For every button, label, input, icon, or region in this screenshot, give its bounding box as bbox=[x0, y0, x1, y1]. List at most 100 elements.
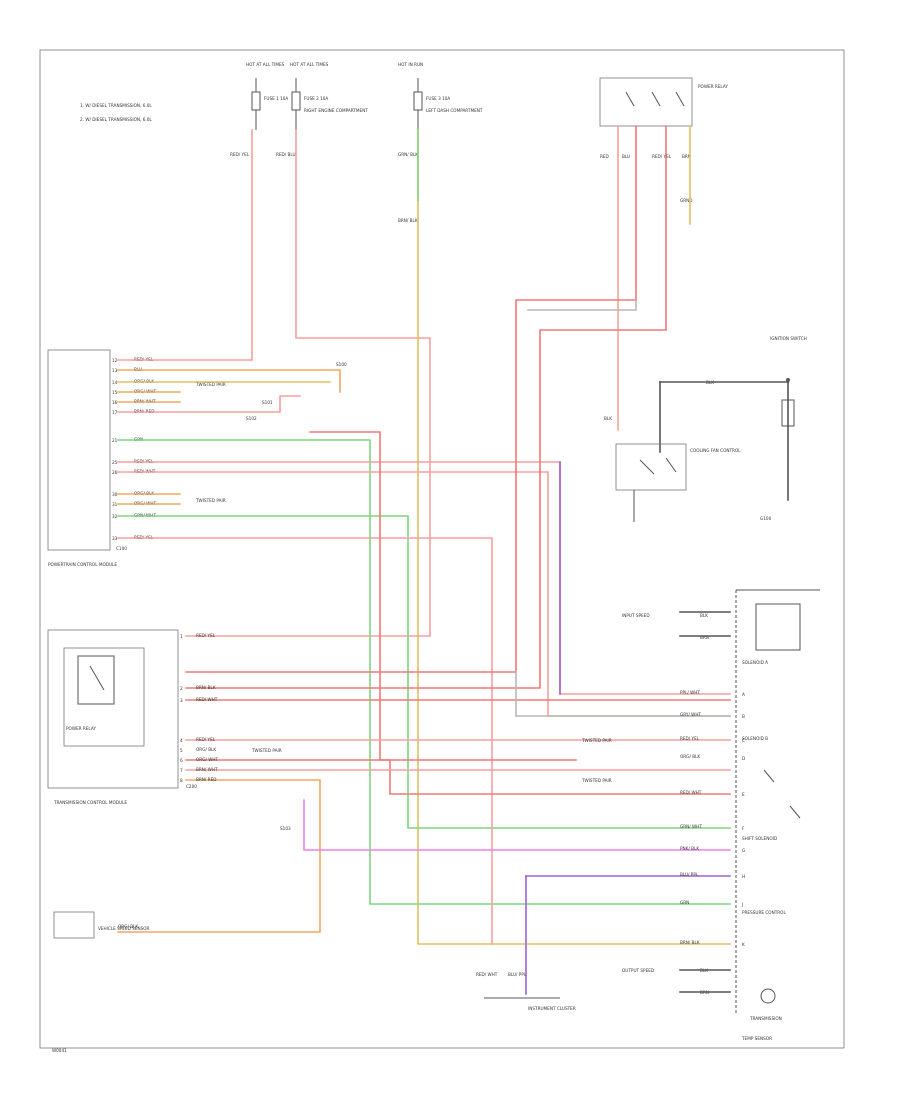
svg-text:BRN: BRN bbox=[700, 635, 709, 640]
tcm-pin-wire: RED/ YEL bbox=[196, 737, 216, 742]
rm-twisted-pair-a: TWISTED PAIR bbox=[581, 738, 612, 743]
tcm-pin-wire: RED/ YEL bbox=[196, 633, 216, 638]
svg-text:TEMP SENSOR: TEMP SENSOR bbox=[741, 1036, 772, 1041]
svg-text:TRANSMISSION CONTROL MODULE: TRANSMISSION CONTROL MODULE bbox=[53, 800, 127, 805]
svg-text:RED/ YEL: RED/ YEL bbox=[652, 154, 672, 159]
fuse-mid: HOT AT ALL TIMES FUSE 2 10A RIGHT ENGINE… bbox=[276, 62, 368, 157]
transmission-pin-wire: PPL/ WHT bbox=[680, 690, 700, 695]
pcm-pin-number: 15 bbox=[112, 390, 118, 395]
svg-text:BLK: BLK bbox=[604, 416, 612, 421]
transmission-pin-number: H bbox=[742, 874, 745, 879]
svg-text:FUSE 1 10A: FUSE 1 10A bbox=[264, 96, 288, 101]
svg-text:BLU/ PPL: BLU/ PPL bbox=[508, 972, 527, 977]
svg-text:TWISTED PAIR: TWISTED PAIR bbox=[251, 748, 282, 753]
note-2: 2. W/ DIESEL TRANSMISSION, 6.0L bbox=[80, 117, 152, 122]
svg-text:RED/ YEL: RED/ YEL bbox=[230, 152, 250, 157]
svg-text:LEFT DASH COMPARTMENT: LEFT DASH COMPARTMENT bbox=[426, 108, 483, 113]
tcm-pin-number: 5 bbox=[180, 748, 183, 753]
svg-text:OUTPUT SPEED: OUTPUT SPEED bbox=[622, 968, 654, 973]
tcm-pin-wire: BRN/ RED bbox=[196, 777, 216, 782]
svg-text:PRESSURE CONTROL: PRESSURE CONTROL bbox=[742, 910, 786, 915]
pcm-pin-number: 13 bbox=[112, 368, 118, 373]
transmission-pin-wire: GRN bbox=[680, 900, 689, 905]
transmission-pin-wire: RED/ YEL bbox=[680, 736, 700, 741]
fuse-left: HOT AT ALL TIMES FUSE 1 10A RED/ YEL bbox=[230, 62, 288, 157]
transmission-speed-pins: INPUT SPEED BLK BRN OUTPUT SPEED BLK BRN bbox=[622, 611, 731, 995]
svg-text:HOT IN RUN: HOT IN RUN bbox=[398, 62, 423, 67]
pcm-pin-number: 25 bbox=[112, 460, 118, 465]
svg-text:HOT AT ALL TIMES: HOT AT ALL TIMES bbox=[290, 62, 329, 67]
pcm-pin-number: 21 bbox=[112, 438, 118, 443]
svg-text:G100: G100 bbox=[760, 516, 772, 521]
rm-twisted-pair-b: TWISTED PAIR bbox=[581, 778, 612, 783]
svg-text:POWERTRAIN CONTROL MODULE: POWERTRAIN CONTROL MODULE bbox=[48, 562, 117, 567]
transmission-module: TRANSMISSION SOLENOID A SOLENOID B SHIFT… bbox=[735, 589, 820, 1041]
svg-text:INPUT SPEED: INPUT SPEED bbox=[622, 613, 650, 618]
svg-text:BRN/ BLK: BRN/ BLK bbox=[398, 218, 418, 223]
svg-text:SOLENOID B: SOLENOID B bbox=[742, 736, 768, 741]
transmission-pin-wire: BRN/ BLK bbox=[680, 940, 700, 945]
speed-sensor: VEHICLE SPEED SENSOR ORG/ BLK bbox=[53, 911, 150, 939]
pcm-pin-number: 32 bbox=[112, 514, 118, 519]
svg-text:BLK: BLK bbox=[700, 613, 708, 618]
svg-text:RIGHT ENGINE COMPARTMENT: RIGHT ENGINE COMPARTMENT bbox=[304, 108, 368, 113]
tcm-pin-number: 1 bbox=[180, 634, 183, 639]
svg-text:GRND: GRND bbox=[680, 198, 693, 203]
transmission-pin-number: G bbox=[742, 848, 745, 853]
transmission-pin-number: E bbox=[742, 792, 745, 797]
transmission-pin-wire: RED/ WHT bbox=[680, 790, 702, 795]
pcm-twisted-pair-b: TWISTED PAIR bbox=[195, 498, 226, 503]
splice-s102: S102 bbox=[246, 416, 257, 421]
tcm-pin-wire: BRN/ BLK bbox=[196, 685, 216, 690]
transmission-pin-number: C bbox=[742, 738, 745, 743]
pcm-pin-number: 33 bbox=[112, 536, 118, 541]
instrument-cluster: RED/ WHT BLU/ PPL INSTRUMENT CLUSTER bbox=[476, 972, 576, 1011]
transmission-pin-number: K bbox=[742, 942, 745, 947]
transmission-pin-number: F bbox=[742, 826, 745, 831]
svg-text:FUSE 3 10A: FUSE 3 10A bbox=[426, 96, 450, 101]
pcm-twisted-pair-a: TWISTED PAIR bbox=[195, 382, 226, 387]
svg-text:RED: RED bbox=[600, 154, 609, 159]
svg-text:RED/ BLU: RED/ BLU bbox=[276, 152, 296, 157]
tcm-pin-number: 6 bbox=[180, 758, 183, 763]
tcm-pin-number: 2 bbox=[180, 686, 183, 691]
relay-top: POWER RELAY RED BLU RED/ YEL BRN GRND bbox=[599, 77, 728, 203]
svg-text:ORG/ BLK: ORG/ BLK bbox=[118, 924, 138, 929]
pcm-pin-number: 12 bbox=[112, 358, 118, 363]
cooling-fan: COOLING FAN CONTROL BLK G100 bbox=[604, 416, 772, 522]
pcm-pin-number: 17 bbox=[112, 410, 118, 415]
wire-harness bbox=[117, 125, 731, 995]
svg-text:SOLENOID A: SOLENOID A bbox=[742, 660, 768, 665]
tcm-pin-number: 4 bbox=[180, 738, 183, 743]
svg-text:BLU: BLU bbox=[622, 154, 630, 159]
svg-text:C200: C200 bbox=[186, 784, 197, 789]
svg-text:SHIFT SOLENOID: SHIFT SOLENOID bbox=[742, 836, 777, 841]
svg-text:VEHICLE SPEED SENSOR: VEHICLE SPEED SENSOR bbox=[98, 926, 150, 931]
tcm-pin-number: 8 bbox=[180, 778, 183, 783]
svg-text:HOT AT ALL TIMES: HOT AT ALL TIMES bbox=[246, 62, 285, 67]
transmission-pin-number: J bbox=[741, 902, 743, 907]
svg-text:GRN/ BLK: GRN/ BLK bbox=[398, 152, 418, 157]
svg-text:COOLING FAN CONTROL: COOLING FAN CONTROL bbox=[690, 448, 741, 453]
svg-text:BRN: BRN bbox=[682, 154, 691, 159]
tcm-pin-wire: BRN/ WHT bbox=[196, 767, 218, 772]
tcm-pin-number: 3 bbox=[180, 698, 183, 703]
svg-text:POWER RELAY: POWER RELAY bbox=[698, 84, 728, 89]
splice-s101: S101 bbox=[262, 400, 273, 405]
pcm-pin-number: 30 bbox=[112, 492, 118, 497]
tcm-pin-wire: ORG/ WHT bbox=[196, 757, 218, 762]
tcm-pin-number: 7 bbox=[180, 768, 183, 773]
transmission-pin-number: A bbox=[742, 692, 745, 697]
tcm-pin-wire: ORG/ BLK bbox=[196, 747, 216, 752]
ignition-switch: IGNITION SWITCH BLK bbox=[659, 336, 807, 501]
tcm-pin-wire: RED/ WHT bbox=[196, 697, 218, 702]
transmission-pin-wire: BLU/ PPL bbox=[680, 872, 699, 877]
svg-text:FUSE 2 10A: FUSE 2 10A bbox=[304, 96, 328, 101]
svg-text:C100: C100 bbox=[116, 546, 127, 551]
svg-text:TRANSMISSION: TRANSMISSION bbox=[749, 1016, 782, 1021]
pcm-pin-number: 26 bbox=[112, 470, 118, 475]
